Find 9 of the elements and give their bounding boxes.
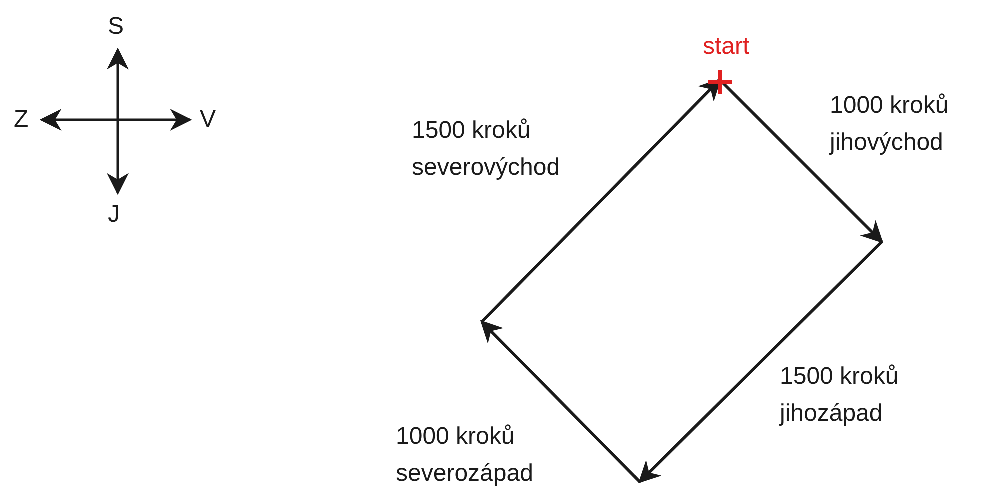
step-label: 1500 kroků jihozápad: [780, 362, 900, 429]
compass-letter: V: [200, 105, 216, 135]
step-label: 1000 kroků jihovýchod: [830, 91, 950, 158]
compass-letter: S: [108, 12, 124, 42]
compass-letter: J: [108, 200, 120, 230]
step-label: 1000 kroků severozápad: [396, 422, 534, 486]
start-label: start: [703, 32, 750, 62]
compass-letter: Z: [14, 105, 29, 135]
step-label: 1500 kroků severovýchod: [412, 116, 562, 183]
